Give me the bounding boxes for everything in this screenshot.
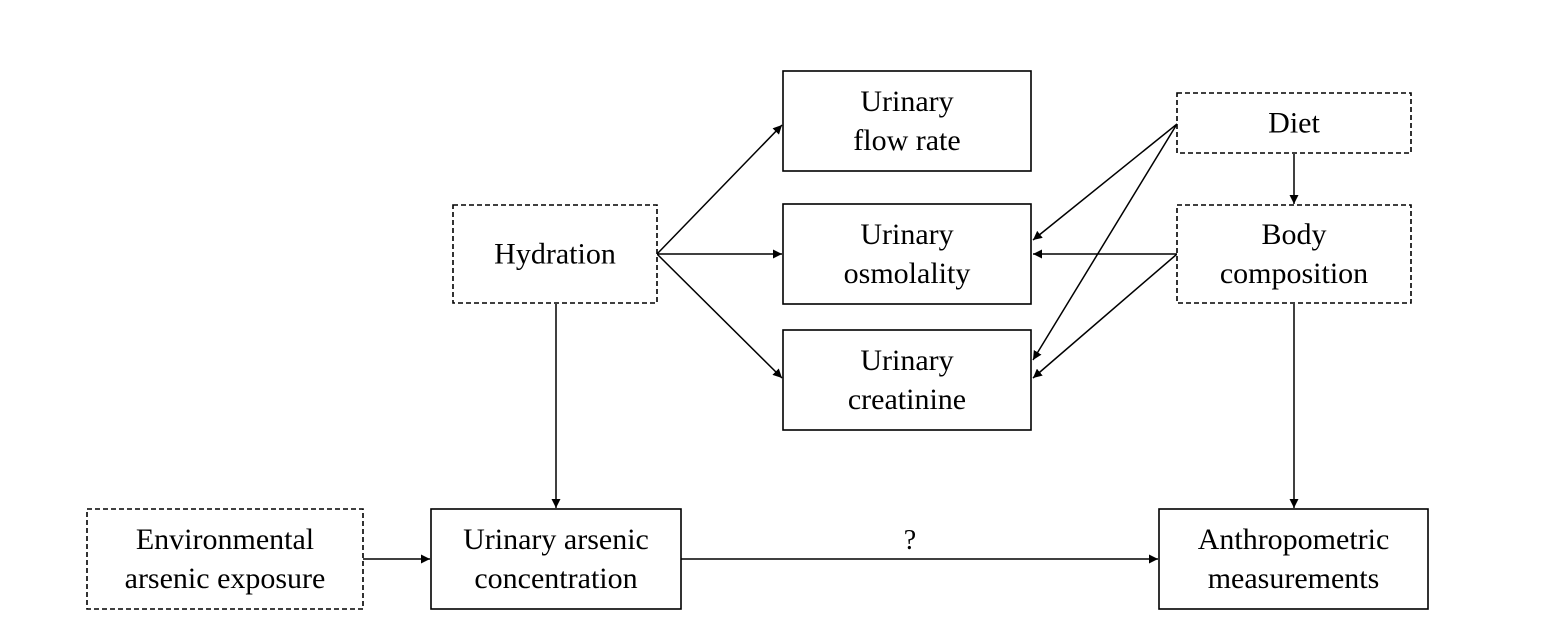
anthropometric-measurements-box	[1158, 508, 1429, 610]
environmental-arsenic-exposure-label-line-1: Environmental	[136, 523, 314, 556]
node-diet: Diet	[1176, 92, 1412, 154]
edge-label-question-mark: ?	[904, 525, 916, 556]
hydration-box	[452, 204, 658, 304]
arrow-body-composition-to-urinary-creatinine	[1032, 253, 1178, 379]
urinary-arsenic-concentration-box	[430, 508, 682, 610]
urinary-creatinine-box	[782, 329, 1032, 431]
node-environmental-arsenic-exposure: Environmental arsenic exposure	[86, 508, 364, 610]
hydration-label-line-1: Hydration	[494, 238, 616, 271]
urinary-osmolality-label-line-2: osmolality	[844, 257, 971, 290]
node-anthropometric-measurements: Anthropometric measurements	[1158, 508, 1429, 610]
body-composition-label-line-2: composition	[1220, 257, 1368, 290]
urinary-creatinine-label-line-2: creatinine	[848, 383, 966, 416]
node-urinary-flow-rate: Urinary flow rate	[782, 70, 1032, 172]
node-hydration: Hydration	[452, 204, 658, 304]
arrow-hydration-to-urinary-creatinine	[656, 253, 783, 379]
urinary-arsenic-concentration-label-line-2: concentration	[474, 562, 637, 595]
urinary-flow-rate-box	[782, 70, 1032, 172]
node-urinary-creatinine: Urinary creatinine	[782, 329, 1032, 431]
environmental-arsenic-exposure-box	[86, 508, 364, 610]
environmental-arsenic-exposure-label-line-2: arsenic exposure	[125, 562, 326, 595]
urinary-arsenic-concentration-label-line-1: Urinary arsenic	[463, 523, 649, 556]
urinary-flow-rate-label-line-2: flow rate	[853, 124, 960, 157]
urinary-flow-rate-label-line-1: Urinary	[860, 85, 953, 118]
urinary-creatinine-label-line-1: Urinary	[860, 344, 953, 377]
body-composition-label-line-1: Body	[1261, 218, 1326, 251]
arrow-diet-to-urinary-osmolality	[1032, 123, 1178, 241]
diet-box	[1176, 92, 1412, 154]
diet-label-line-1: Diet	[1268, 107, 1320, 140]
arrow-hydration-to-urinary-flow-rate	[656, 124, 783, 255]
anthropometric-measurements-label-line-2: measurements	[1208, 562, 1380, 595]
edges-layer: ?	[363, 123, 1299, 564]
anthropometric-measurements-label-line-1: Anthropometric	[1198, 523, 1390, 556]
urinary-osmolality-label-line-1: Urinary	[860, 218, 953, 251]
arrow-diet-to-urinary-creatinine	[1032, 123, 1178, 361]
node-body-composition: Body composition	[1176, 204, 1412, 304]
node-urinary-osmolality: Urinary osmolality	[782, 203, 1032, 305]
node-urinary-arsenic-concentration: Urinary arsenic concentration	[430, 508, 682, 610]
urinary-osmolality-box	[782, 203, 1032, 305]
body-composition-box	[1176, 204, 1412, 304]
